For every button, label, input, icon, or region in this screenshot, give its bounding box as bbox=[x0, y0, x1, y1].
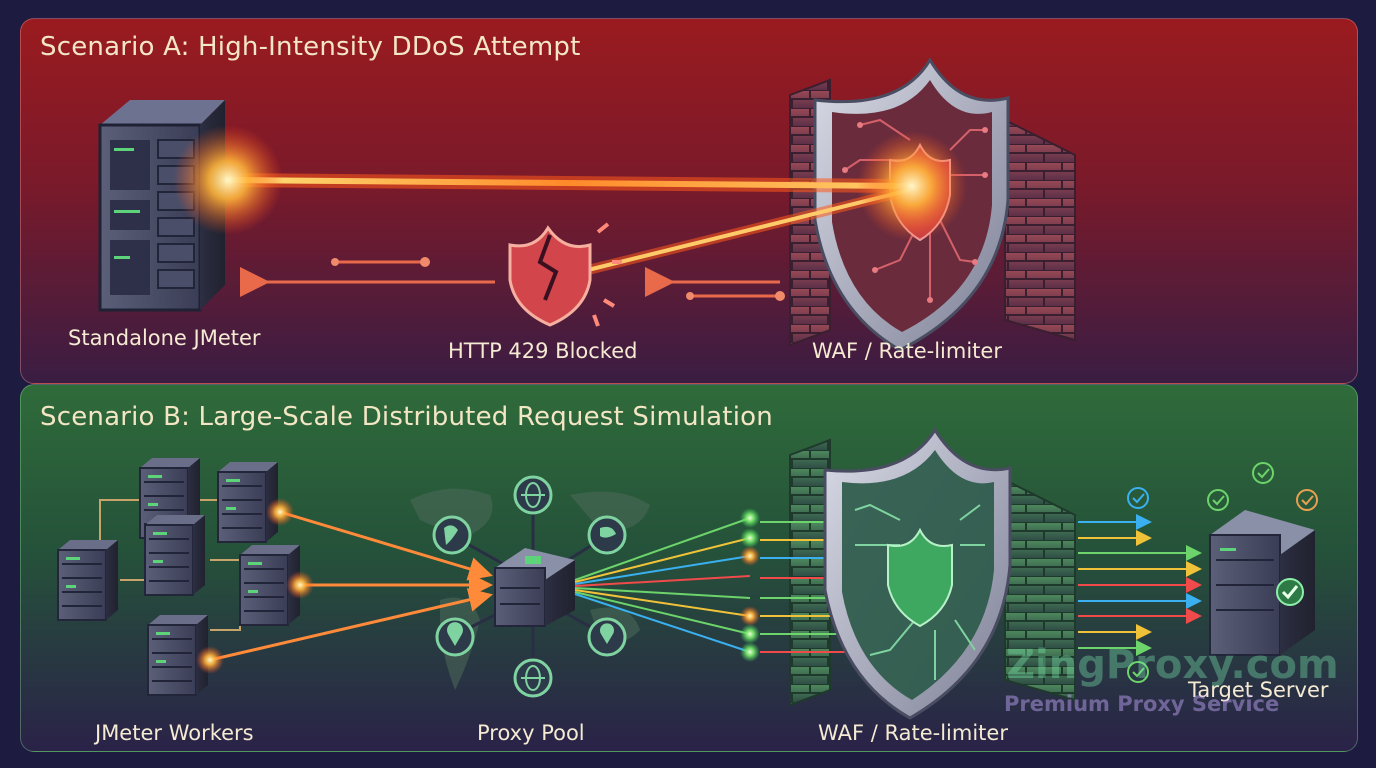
check-circle-icon bbox=[1127, 487, 1149, 509]
check-circle-icon bbox=[1252, 462, 1274, 484]
jmeter-worker-servers bbox=[57, 457, 301, 696]
target-arrows bbox=[1078, 514, 1202, 656]
waf-rate-limiter-label-b: WAF / Rate-limiter bbox=[818, 721, 1008, 745]
proxy-hub-icon bbox=[454, 495, 606, 675]
watermark-brand: ZingProxy.com bbox=[1006, 642, 1339, 688]
location-pin-icon bbox=[587, 617, 627, 657]
target-server-label: Target Server bbox=[1188, 678, 1329, 702]
scenario-b-title: Scenario B: Large-Scale Distributed Requ… bbox=[40, 402, 773, 432]
waf-shield-icon bbox=[823, 427, 1012, 720]
check-circle-icon bbox=[1207, 489, 1229, 511]
globe-icon bbox=[432, 515, 472, 555]
globe-icon bbox=[513, 475, 553, 515]
blocked-return-arrows bbox=[240, 257, 785, 301]
check-badges bbox=[1127, 462, 1318, 683]
http-429-blocked-label: HTTP 429 Blocked bbox=[448, 339, 638, 363]
proxy-pool-nodes bbox=[432, 475, 627, 698]
worker-to-proxy-beams bbox=[196, 498, 493, 674]
server-rack-icon bbox=[217, 461, 279, 543]
standalone-jmeter-label: Standalone JMeter bbox=[68, 326, 261, 350]
waf-rate-limiter-label-a: WAF / Rate-limiter bbox=[812, 339, 1002, 363]
server-rack-icon bbox=[57, 539, 119, 621]
jmeter-workers-label: JMeter Workers bbox=[95, 721, 254, 745]
proxy-spark-points bbox=[740, 508, 760, 662]
location-pin-icon bbox=[435, 617, 475, 657]
globe-icon bbox=[513, 658, 553, 698]
target-server-icon bbox=[1209, 510, 1315, 656]
server-rack-icon bbox=[144, 514, 206, 596]
brick-wall-icon bbox=[789, 438, 1076, 707]
watermark-tagline: Premium Proxy Service bbox=[1004, 692, 1280, 716]
proxy-to-waf-fan bbox=[574, 517, 751, 653]
scenario-a-title: Scenario A: High-Intensity DDoS Attempt bbox=[40, 32, 581, 62]
check-circle-icon bbox=[1296, 489, 1318, 511]
broken-shield-icon bbox=[508, 222, 622, 327]
proxy-pool-label: Proxy Pool bbox=[477, 721, 585, 745]
check-circle-icon bbox=[1127, 661, 1149, 683]
globe-icon bbox=[587, 515, 627, 555]
attack-beam bbox=[173, 125, 967, 277]
